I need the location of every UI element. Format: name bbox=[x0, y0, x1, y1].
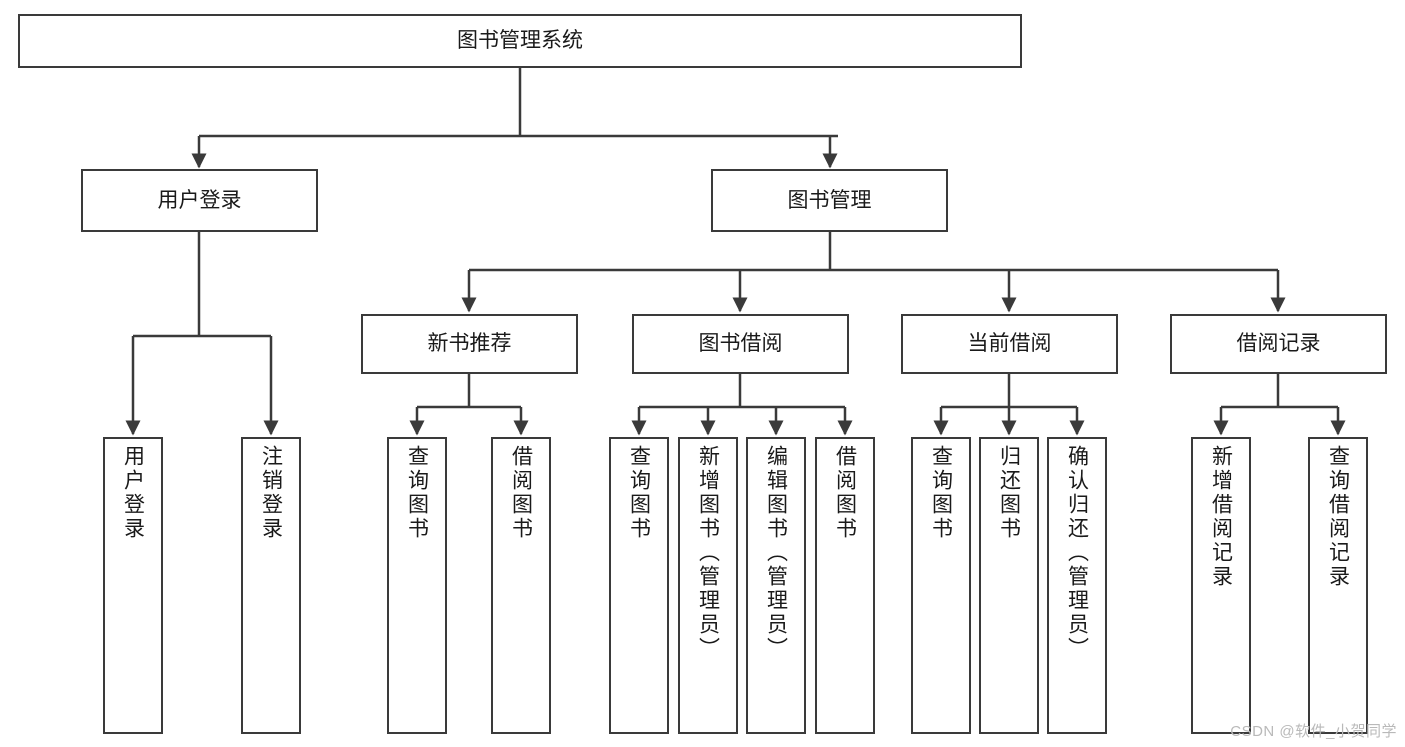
leaf-query-book-borrow[interactable]: 查询图书 bbox=[609, 437, 669, 734]
node-book-borrow-label: 图书借阅 bbox=[698, 332, 783, 356]
node-book-borrow[interactable]: 图书借阅 bbox=[632, 314, 849, 374]
node-borrow-records[interactable]: 借阅记录 bbox=[1170, 314, 1387, 374]
leaf-borrow-book-borrow[interactable]: 借阅图书 bbox=[815, 437, 875, 734]
node-book-management[interactable]: 图书管理 bbox=[711, 169, 948, 232]
leaf-return-book[interactable]: 归还图书 bbox=[979, 437, 1039, 734]
leaf-confirm-return-admin-label: 确认归还（管理员） bbox=[1065, 445, 1089, 661]
node-new-book-recommend-label: 新书推荐 bbox=[427, 332, 512, 356]
leaf-return-book-label: 归还图书 bbox=[997, 445, 1021, 541]
node-root[interactable]: 图书管理系统 bbox=[18, 14, 1022, 68]
leaf-user-login-label: 用户登录 bbox=[121, 445, 145, 541]
leaf-add-book-admin-label: 新增图书（管理员） bbox=[696, 445, 720, 661]
node-current-borrow[interactable]: 当前借阅 bbox=[901, 314, 1118, 374]
leaf-add-borrow-record[interactable]: 新增借阅记录 bbox=[1191, 437, 1251, 734]
leaf-logout-label: 注销登录 bbox=[259, 445, 283, 541]
leaf-query-borrow-record-label: 查询借阅记录 bbox=[1326, 445, 1350, 589]
leaf-add-book-admin[interactable]: 新增图书（管理员） bbox=[678, 437, 738, 734]
node-book-management-label: 图书管理 bbox=[787, 188, 872, 212]
leaf-add-borrow-record-label: 新增借阅记录 bbox=[1209, 445, 1233, 589]
node-root-label: 图书管理系统 bbox=[457, 29, 583, 53]
leaf-query-book-borrow-label: 查询图书 bbox=[627, 445, 651, 541]
leaf-borrow-book-newbook-label: 借阅图书 bbox=[509, 445, 533, 541]
node-current-borrow-label: 当前借阅 bbox=[967, 332, 1052, 356]
leaf-query-borrow-record[interactable]: 查询借阅记录 bbox=[1308, 437, 1368, 734]
leaf-borrow-book-newbook[interactable]: 借阅图书 bbox=[491, 437, 551, 734]
leaf-query-book-current[interactable]: 查询图书 bbox=[911, 437, 971, 734]
node-borrow-records-label: 借阅记录 bbox=[1236, 332, 1321, 356]
node-new-book-recommend[interactable]: 新书推荐 bbox=[361, 314, 578, 374]
watermark-text: CSDN @软件_小贺同学 bbox=[1230, 723, 1397, 740]
leaf-edit-book-admin-label: 编辑图书（管理员） bbox=[764, 445, 788, 661]
node-user-login-label: 用户登录 bbox=[157, 188, 242, 212]
leaf-edit-book-admin[interactable]: 编辑图书（管理员） bbox=[746, 437, 806, 734]
node-user-login[interactable]: 用户登录 bbox=[81, 169, 318, 232]
leaf-confirm-return-admin[interactable]: 确认归还（管理员） bbox=[1047, 437, 1107, 734]
leaf-logout[interactable]: 注销登录 bbox=[241, 437, 301, 734]
leaf-user-login[interactable]: 用户登录 bbox=[103, 437, 163, 734]
leaf-query-book-newbook-label: 查询图书 bbox=[405, 445, 429, 541]
leaf-borrow-book-borrow-label: 借阅图书 bbox=[833, 445, 857, 541]
leaf-query-book-newbook[interactable]: 查询图书 bbox=[387, 437, 447, 734]
leaf-query-book-current-label: 查询图书 bbox=[929, 445, 953, 541]
